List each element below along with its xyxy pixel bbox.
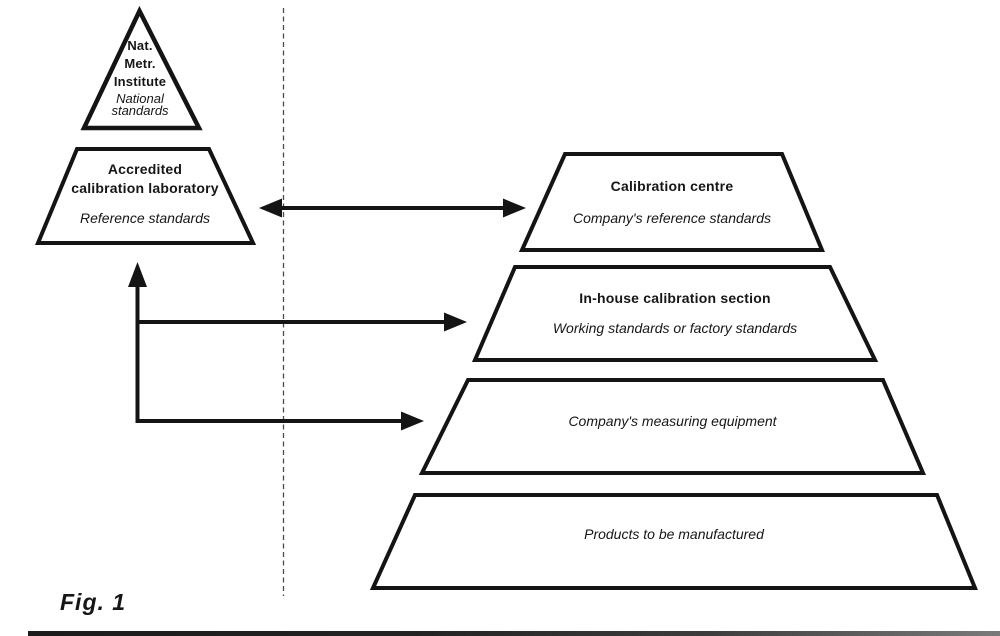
nmi-title-line1: Nat. xyxy=(127,38,153,53)
up-arrow xyxy=(128,262,147,423)
up-arrow-head xyxy=(128,262,147,287)
in-house-title: In-house calibration section xyxy=(579,290,771,306)
products-label: Products to be manufactured xyxy=(373,526,975,543)
nmi-title-line2: Metr. xyxy=(124,56,156,71)
products-subtitle: Products to be manufactured xyxy=(584,526,764,542)
nmi-subtitle-line1: National xyxy=(116,91,164,106)
products-trapezoid xyxy=(369,493,978,590)
nmi-title-line3: Institute xyxy=(113,74,167,89)
calibration-centre-label: Calibration centre Company's reference s… xyxy=(522,177,822,227)
branch-arrow-measuring-head xyxy=(401,411,424,431)
nmi-label: Nat. Metr. Institute National standards xyxy=(84,37,196,116)
accredited-lab-title-line1: Accredited xyxy=(107,161,183,177)
in-house-subtitle: Working standards or factory standards xyxy=(552,320,798,336)
accredited-lab-title-line2: calibration laboratory xyxy=(71,180,219,196)
measuring-equipment-subtitle: Company's measuring equipment xyxy=(568,413,777,429)
in-house-label: In-house calibration section Working sta… xyxy=(475,289,875,337)
nmi-triangle xyxy=(80,5,203,131)
accredited-lab-trapezoid xyxy=(35,147,257,245)
branch-arrow-measuring xyxy=(135,411,424,431)
measuring-equipment-trapezoid xyxy=(418,378,927,475)
accredited-lab-label: Accredited calibration laboratory Refere… xyxy=(36,160,254,227)
calibration-centre-title: Calibration centre xyxy=(610,178,734,194)
figure-caption: Fig. 1 xyxy=(60,589,127,615)
double-arrow xyxy=(259,198,526,218)
branch-arrow-in-house-head xyxy=(444,312,467,332)
double-arrow-right-head xyxy=(503,198,526,218)
scan-edge-artifact xyxy=(28,631,1000,636)
calibration-centre-trapezoid xyxy=(518,152,825,252)
in-house-trapezoid xyxy=(471,265,879,362)
double-arrow-left-head xyxy=(259,198,282,218)
nmi-subtitle-line2: standards xyxy=(111,102,169,118)
branch-arrow-in-house xyxy=(135,312,467,332)
calibration-centre-subtitle: Company's reference standards xyxy=(573,210,771,226)
measuring-equipment-label: Company's measuring equipment xyxy=(422,413,923,430)
accredited-lab-subtitle: Reference standards xyxy=(80,210,210,226)
